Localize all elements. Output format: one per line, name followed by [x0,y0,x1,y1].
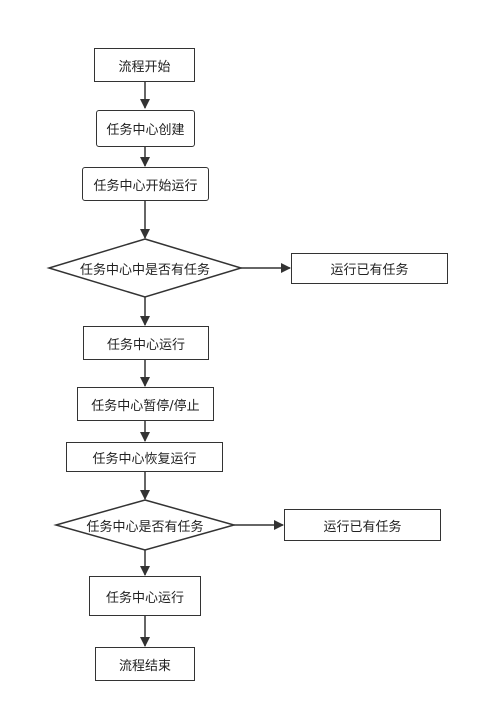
node-create: 任务中心创建 [96,110,195,147]
decision-2-label: 任务中心是否有任务 [86,519,204,535]
node-running-2: 任务中心运行 [89,576,201,616]
node-running: 任务中心运行 [83,326,209,360]
node-resume: 任务中心恢复运行 [66,442,223,472]
node-start: 流程开始 [94,48,195,82]
node-pause-stop: 任务中心暂停/停止 [77,387,214,421]
node-begin-run: 任务中心开始运行 [82,167,209,201]
node-run-existing-2: 运行已有任务 [284,509,441,541]
node-run-existing-1: 运行已有任务 [291,253,448,284]
node-end: 流程结束 [95,647,195,681]
decision-1-label: 任务中心中是否有任务 [79,262,210,278]
